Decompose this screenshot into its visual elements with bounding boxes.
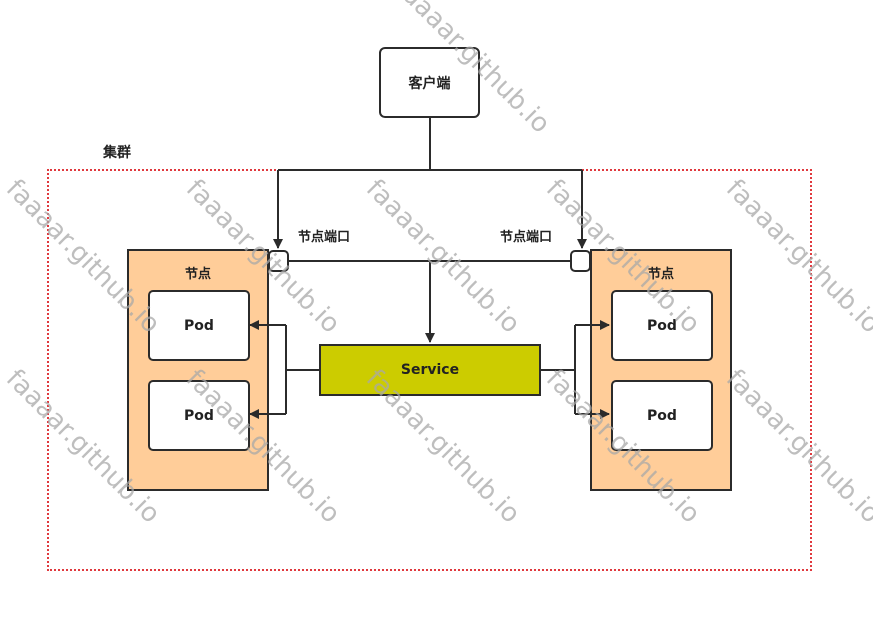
client-label: 客户端	[408, 75, 451, 92]
pod-label: Pod	[184, 317, 214, 334]
pod-box: Pod	[611, 380, 713, 451]
node-port-left	[268, 250, 289, 272]
pod-box: Pod	[148, 380, 250, 451]
node-title: 节点	[184, 267, 211, 282]
service-label: Service	[400, 362, 460, 378]
client-box: 客户端	[379, 47, 480, 118]
node-right: 节点 Pod Pod	[590, 249, 732, 491]
node-title: 节点	[647, 267, 674, 282]
node-left: 节点 Pod Pod	[127, 249, 269, 491]
service-box: Service	[319, 344, 541, 396]
node-port-label: 节点端口	[500, 230, 553, 245]
pod-label: Pod	[647, 407, 677, 424]
pod-box: Pod	[611, 290, 713, 361]
cluster-label: 集群	[103, 145, 131, 161]
node-port-label: 节点端口	[298, 230, 351, 245]
pod-box: Pod	[148, 290, 250, 361]
pod-label: Pod	[647, 317, 677, 334]
node-port-right	[570, 250, 591, 272]
pod-label: Pod	[184, 407, 214, 424]
